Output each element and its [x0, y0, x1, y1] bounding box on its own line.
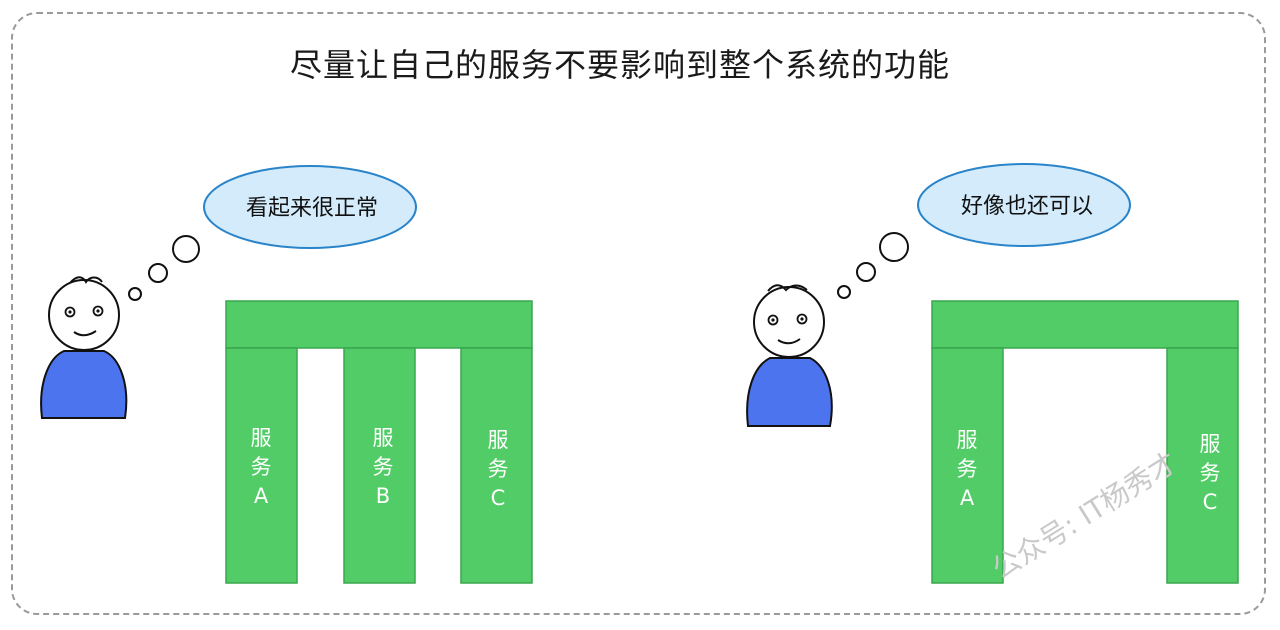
service-pillar-c-left — [460, 347, 533, 584]
person-hair-left — [69, 276, 103, 284]
service-a-label-left-1: 服 — [251, 426, 272, 450]
thought-dot-small-left — [128, 287, 142, 301]
service-b-label-left-3: B — [376, 484, 390, 508]
service-c-label-left-3: C — [491, 486, 506, 510]
smile-right — [777, 338, 801, 345]
person-hair-right — [767, 284, 808, 292]
thought-text-right: 好像也还可以 — [961, 194, 1093, 219]
person-body-left — [40, 350, 128, 419]
service-pillar-c-right — [1166, 347, 1239, 584]
service-c-label-left-1: 服 — [488, 428, 509, 452]
service-pillar-b-left — [343, 347, 416, 584]
roof-beam-right — [931, 300, 1239, 349]
service-b-label-left-1: 服 — [373, 426, 394, 450]
thought-dot-medium-right — [856, 262, 876, 282]
thought-bubble-right — [917, 163, 1131, 247]
service-structure-left — [225, 300, 533, 584]
diagram-title: 尽量让自己的服务不要影响到整个系统的功能 — [289, 46, 950, 84]
person-head-right — [753, 286, 825, 358]
service-pillar-a-right — [931, 347, 1004, 584]
service-c-label-right-2: 务 — [1200, 461, 1221, 485]
person-head-left — [48, 279, 120, 351]
thought-dot-small-right — [837, 285, 851, 299]
service-pillar-a-left — [225, 347, 298, 584]
thought-text-left: 看起来很正常 — [246, 196, 378, 221]
service-b-label-left-2: 务 — [373, 455, 394, 479]
thought-bubble-left — [203, 165, 417, 249]
service-a-label-right-3: A — [960, 486, 975, 510]
service-structure-right — [931, 300, 1239, 584]
service-c-label-right-3: C — [1203, 490, 1218, 514]
smile-left — [73, 330, 97, 337]
service-a-label-left-3: A — [254, 484, 269, 508]
thought-dot-medium-left — [148, 263, 168, 283]
service-a-label-right-1: 服 — [957, 428, 978, 452]
person-right — [746, 284, 833, 427]
service-a-label-right-2: 务 — [957, 457, 978, 481]
dashed-frame — [11, 12, 1266, 615]
person-body-right — [746, 357, 833, 427]
roof-beam-left — [225, 300, 533, 349]
service-a-label-left-2: 务 — [251, 455, 272, 479]
service-c-label-right-1: 服 — [1200, 432, 1221, 456]
watermark-text: 公众号: IT杨秀才 — [986, 446, 1183, 586]
thought-dot-large-right — [879, 232, 909, 262]
person-left — [40, 276, 128, 419]
thought-dot-large-left — [172, 235, 200, 263]
service-c-label-left-2: 务 — [488, 457, 509, 481]
